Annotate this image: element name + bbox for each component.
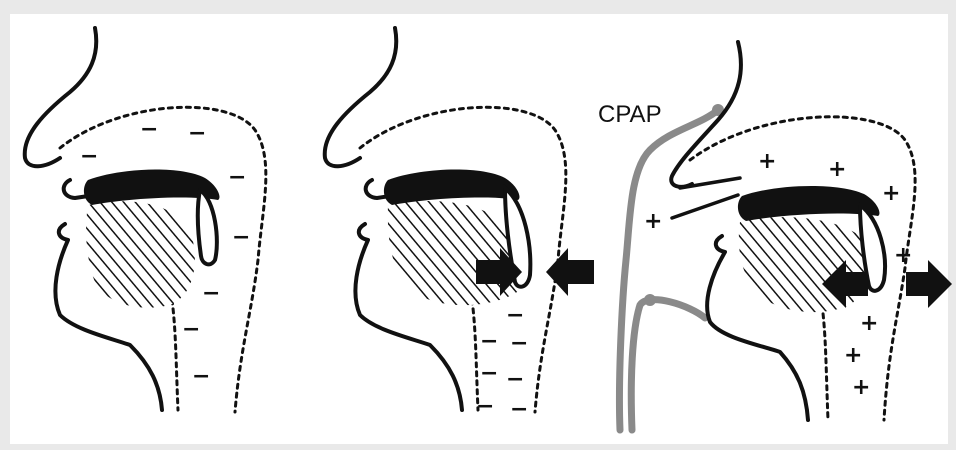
pressure-sign: −	[506, 367, 524, 392]
pressure-sign: +	[758, 149, 776, 174]
pressure-sign: −	[228, 165, 246, 190]
pressure-sign: −	[80, 144, 98, 169]
pressure-sign: −	[188, 121, 206, 146]
pressure-sign: −	[232, 225, 250, 250]
pressure-sign: +	[644, 209, 662, 234]
pressure-sign: +	[860, 311, 878, 336]
pressure-sign: −	[182, 317, 200, 342]
pressure-sign: −	[510, 331, 528, 356]
pressure-sign: +	[844, 343, 862, 368]
pressure-sign: +	[828, 157, 846, 182]
cpap-label: CPAP	[598, 101, 662, 128]
pressure-sign: +	[894, 243, 912, 268]
tube-connector	[644, 294, 656, 306]
pressure-sign: −	[476, 394, 494, 419]
pressure-sign: −	[480, 361, 498, 386]
pressure-sign: −	[202, 281, 220, 306]
pressure-sign: −	[192, 364, 210, 389]
pressure-sign: −	[480, 329, 498, 354]
pressure-sign: −	[140, 117, 158, 142]
pressure-sign: −	[510, 397, 528, 422]
pressure-sign: +	[852, 375, 870, 400]
pressure-sign: +	[882, 181, 900, 206]
tongue	[86, 201, 195, 307]
pressure-sign: −	[506, 303, 524, 328]
